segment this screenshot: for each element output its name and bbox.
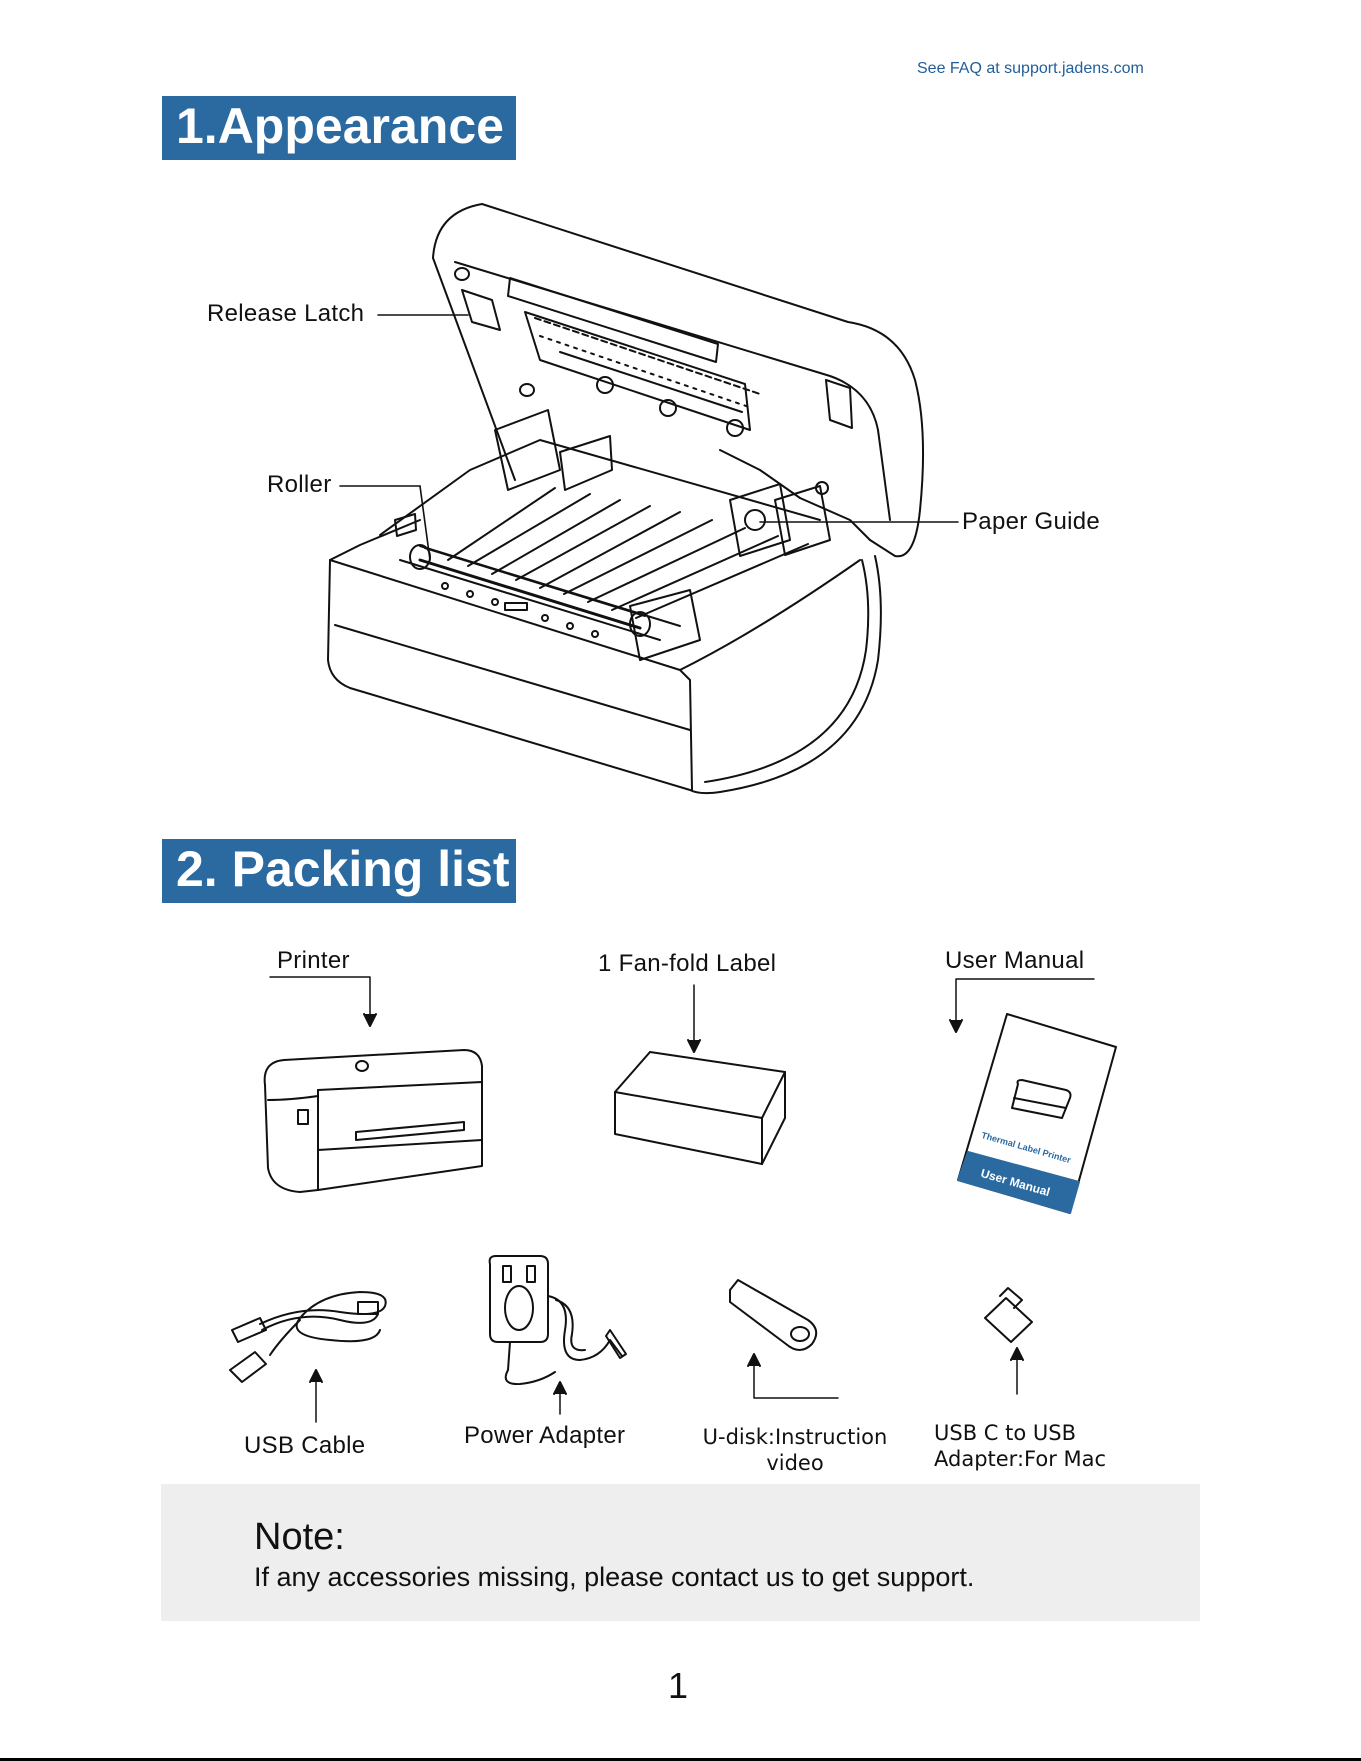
section-title-appearance: 1.Appearance <box>162 96 516 160</box>
callout-lines <box>339 314 959 561</box>
callout-roller: Roller <box>267 471 332 498</box>
section-title-packing-list: 2. Packing list <box>162 839 516 903</box>
note-title: Note: <box>254 1516 345 1558</box>
label-stack-illustration <box>614 984 786 1165</box>
callout-paper-guide: Paper Guide <box>962 508 1101 535</box>
u-disk-line1: U-disk:Instruction <box>702 1425 888 1449</box>
power-adapter-illustration <box>488 1255 627 1415</box>
item-label-fanfold: 1 Fan-fold Label <box>598 950 777 977</box>
usb-c-line2: Adapter:For Mac <box>934 1447 1107 1471</box>
item-label-user-manual: User Manual <box>945 947 1085 974</box>
page-number: 1 <box>668 1665 689 1706</box>
note-box <box>161 1484 1200 1621</box>
usb-cable-illustration <box>229 1291 387 1423</box>
note-text: If any accessories missing, please conta… <box>254 1562 975 1592</box>
printer-closed-illustration <box>263 976 483 1193</box>
callout-release-latch: Release Latch <box>207 300 365 327</box>
item-label-u-disk: U-disk:Instruction video <box>695 1424 895 1476</box>
u-disk-illustration <box>729 1279 839 1399</box>
bottom-rule <box>0 1758 1361 1761</box>
item-label-usb-cable: USB Cable <box>244 1432 366 1459</box>
item-label-printer: Printer <box>277 947 350 974</box>
usb-c-adapter-illustration <box>984 1287 1033 1395</box>
item-label-usb-c-adapter: USB C to USB Adapter:For Mac <box>934 1420 1106 1472</box>
usb-c-line1: USB C to USB <box>934 1421 1076 1445</box>
faq-link[interactable]: See FAQ at support.jadens.com <box>917 60 1144 77</box>
u-disk-line2: video <box>766 1451 824 1475</box>
item-label-power-adapter: Power Adapter <box>464 1422 626 1449</box>
printer-open-illustration <box>327 203 925 795</box>
user-manual-illustration <box>949 978 1117 1214</box>
